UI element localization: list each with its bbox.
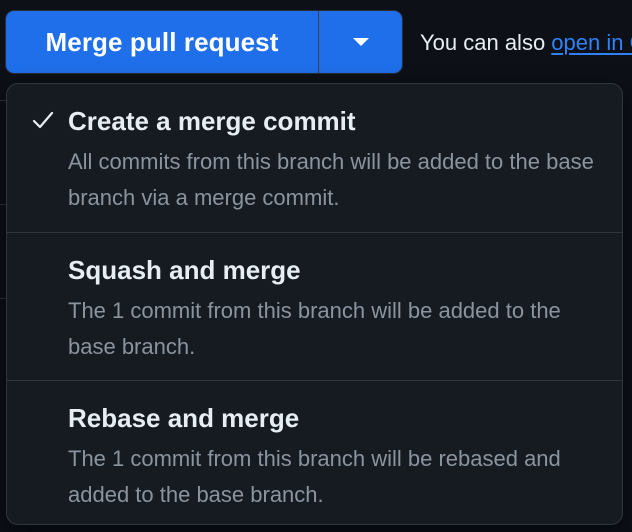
button-divider [318, 11, 319, 73]
background-divider [0, 298, 8, 299]
menu-item-title: Create a merge commit [68, 106, 356, 136]
menu-item-create-merge-commit[interactable]: Create a merge commit All commits from t… [7, 84, 622, 232]
merge-pull-request-button[interactable]: Merge pull request [6, 11, 318, 73]
menu-item-rebase-and-merge[interactable]: Rebase and merge The 1 commit from this … [7, 380, 622, 524]
alternate-open-text: You can also open in GitHub Desktop [420, 24, 632, 64]
background-divider [0, 204, 8, 205]
menu-item-title: Squash and merge [68, 255, 301, 285]
background-divider [0, 100, 8, 101]
merge-method-menu: Create a merge commit All commits from t… [6, 83, 623, 525]
merge-button-label: Merge pull request [45, 26, 279, 57]
menu-item-title: Rebase and merge [68, 403, 300, 433]
merge-method-dropdown-button[interactable] [319, 11, 402, 73]
alternate-open-prefix: You can also [420, 30, 552, 55]
open-in-desktop-link[interactable]: open in GitHub Desktop [551, 30, 632, 55]
menu-item-description: The 1 commit from this branch will be ad… [68, 298, 561, 359]
check-icon [32, 111, 54, 129]
merge-button-group: Merge pull request [6, 11, 402, 73]
menu-item-squash-and-merge[interactable]: Squash and merge The 1 commit from this … [7, 232, 622, 380]
triangle-down-icon [352, 38, 369, 46]
menu-item-description: All commits from this branch will be add… [68, 149, 594, 210]
menu-item-description: The 1 commit from this branch will be re… [68, 446, 561, 507]
